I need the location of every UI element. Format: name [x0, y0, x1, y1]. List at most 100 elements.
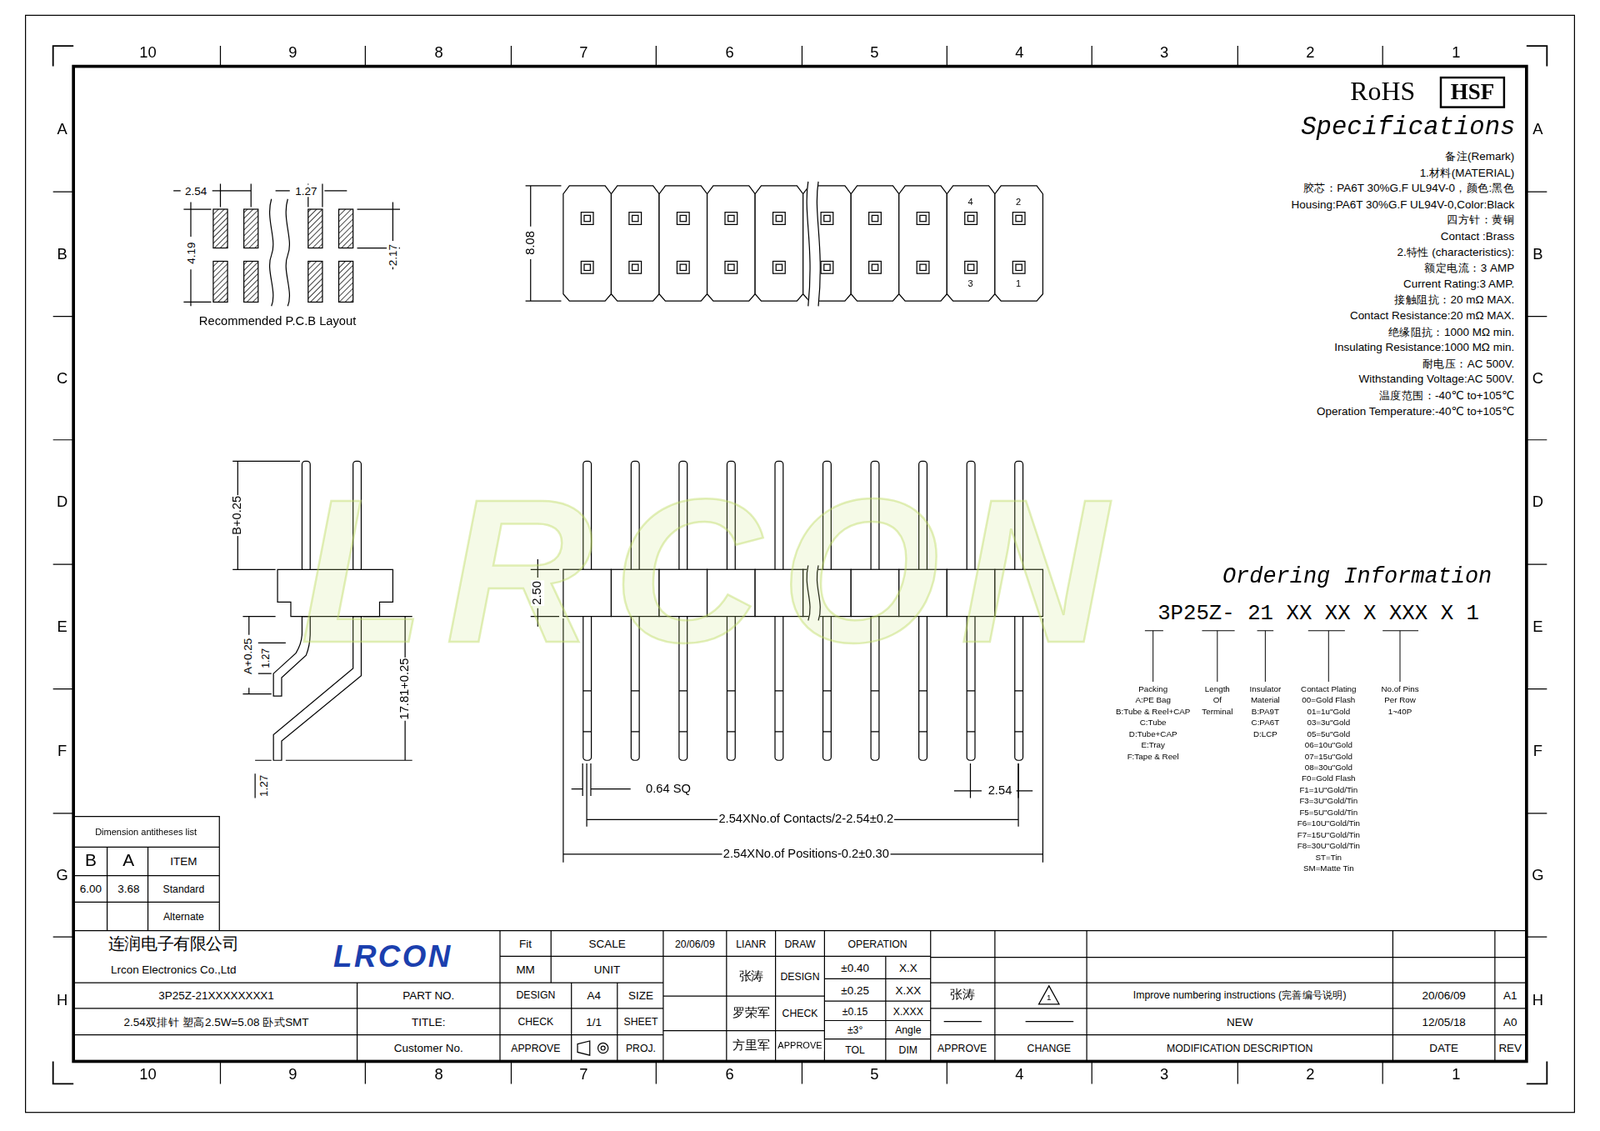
label: 12/05/18: [1420, 1015, 1467, 1028]
label: 2.54: [986, 784, 1013, 798]
pin-square: [824, 215, 830, 221]
label: Lrcon Electronics Co.,Ltd: [110, 963, 238, 976]
label: B:Tube & Reel+CAP: [1115, 707, 1192, 717]
rohs-box: [1440, 77, 1505, 108]
label: Length: [1204, 685, 1231, 695]
label: 1.材料(MATERIAL): [1418, 165, 1515, 179]
label: Contact Plating: [1300, 685, 1358, 695]
label: 方里军: [731, 1039, 771, 1053]
label: 0.64 SQ: [645, 781, 692, 795]
label: F1=1U"Gold/Tin: [1298, 786, 1359, 796]
label: Customer No.: [393, 1041, 465, 1055]
label: Terminal: [1200, 707, 1234, 717]
label: B: [55, 245, 69, 263]
pin-step: [726, 690, 735, 732]
label: 张涛: [949, 988, 976, 1002]
pin-square: [725, 212, 738, 225]
label: G: [55, 867, 70, 885]
pin-square: [920, 264, 926, 270]
label: 胶芯：PA6T 30%G.F UL94V-0，颜色:黑色: [1302, 181, 1516, 195]
label: No.of Pins: [1380, 685, 1420, 695]
pin-square: [916, 212, 930, 225]
label: G: [1530, 867, 1545, 885]
label: 2.54双排针 塑高2.5W=5.08 卧式SMT: [122, 1015, 310, 1028]
pin-square: [580, 260, 594, 274]
label: 17.81+0.25: [398, 656, 412, 720]
label: SHEET: [622, 1015, 659, 1027]
label: F5=5U"Gold/Tin: [1298, 809, 1359, 819]
pin-step: [775, 690, 784, 732]
label: Contact Resistance:20 mΩ MAX.: [1349, 309, 1516, 322]
label: B+0.25: [230, 495, 245, 536]
label: 08=30u"Gold: [1303, 764, 1354, 774]
pin-square: [869, 212, 882, 225]
label: UNIT: [593, 963, 622, 976]
label: PART NO.: [401, 988, 456, 1001]
pin-square: [965, 260, 978, 274]
label: 07=15u"Gold: [1303, 752, 1354, 762]
label: 2.17: [386, 243, 400, 268]
pin-step: [870, 690, 880, 732]
label: F: [1531, 742, 1544, 760]
pin-square: [820, 212, 834, 225]
label: A: [55, 120, 69, 138]
label: 6: [724, 1065, 735, 1083]
label: Specifications: [1300, 113, 1517, 142]
label: 6: [724, 45, 735, 62]
label: 1: [1015, 280, 1023, 290]
housing-cell: [563, 185, 612, 301]
pin-square: [775, 264, 782, 270]
pin-step: [823, 690, 832, 732]
label: 8.08: [524, 230, 538, 256]
label: B: [84, 851, 98, 871]
label: 四方针：黄铜: [1445, 213, 1515, 226]
label: 3P25Z-21XXXXXXXX1: [157, 988, 275, 1001]
label: Dimension antitheses list: [94, 827, 198, 838]
housing-cell: [995, 185, 1044, 301]
label: D: [55, 493, 70, 510]
label: B:PA9T: [1250, 707, 1280, 717]
pin-square: [820, 260, 834, 274]
label: SCALE: [587, 937, 627, 950]
pin-square: [775, 215, 782, 221]
label: DESIGN: [779, 970, 820, 982]
pin-square: [680, 264, 686, 270]
label: 4: [1014, 1065, 1025, 1083]
label: ±0.15: [841, 1005, 870, 1017]
label: 9: [287, 45, 299, 62]
label: D:Tube+CAP: [1128, 730, 1179, 740]
label: OPERATION: [846, 938, 909, 950]
housing-cell: [755, 185, 804, 301]
label: 额定电流：3 AMP: [1423, 261, 1515, 275]
label: F3=3U"Gold/Tin: [1298, 797, 1359, 807]
label: A+0.25: [241, 637, 255, 676]
label: Angle: [894, 1024, 923, 1035]
label: 备注(Remark): [1444, 150, 1516, 163]
label: E:Tray: [1140, 741, 1166, 751]
label: 温度范围：-40℃ to+105℃: [1378, 388, 1516, 401]
label: Operation Temperature:-40℃ to+105℃: [1315, 405, 1516, 418]
pin-square: [773, 260, 786, 274]
label: 3: [1159, 45, 1170, 62]
label: 10: [138, 45, 158, 62]
label: 00=Gold Flash: [1300, 696, 1356, 706]
label: 连润电子有限公司: [107, 935, 240, 954]
label: Recommended P.C.B Layout: [198, 315, 358, 329]
label: 6.00: [79, 882, 104, 895]
label: DRAW: [783, 938, 816, 950]
pin-square: [1012, 260, 1025, 274]
label: 2.特性 (characteristics):: [1395, 245, 1515, 259]
label: 9: [287, 1065, 299, 1083]
label: 2.50: [530, 580, 545, 606]
label: H: [55, 991, 70, 1009]
label: Fit: [518, 937, 533, 950]
label: ±3°: [846, 1024, 865, 1035]
pin-square: [1015, 264, 1022, 270]
label: A0: [1502, 1015, 1519, 1028]
label: 4.19: [185, 240, 198, 265]
pin-square: [728, 215, 735, 221]
break-gap: [806, 181, 820, 306]
label: ±0.40: [840, 960, 870, 974]
label: 张涛: [737, 970, 765, 984]
pin-square: [965, 212, 978, 225]
